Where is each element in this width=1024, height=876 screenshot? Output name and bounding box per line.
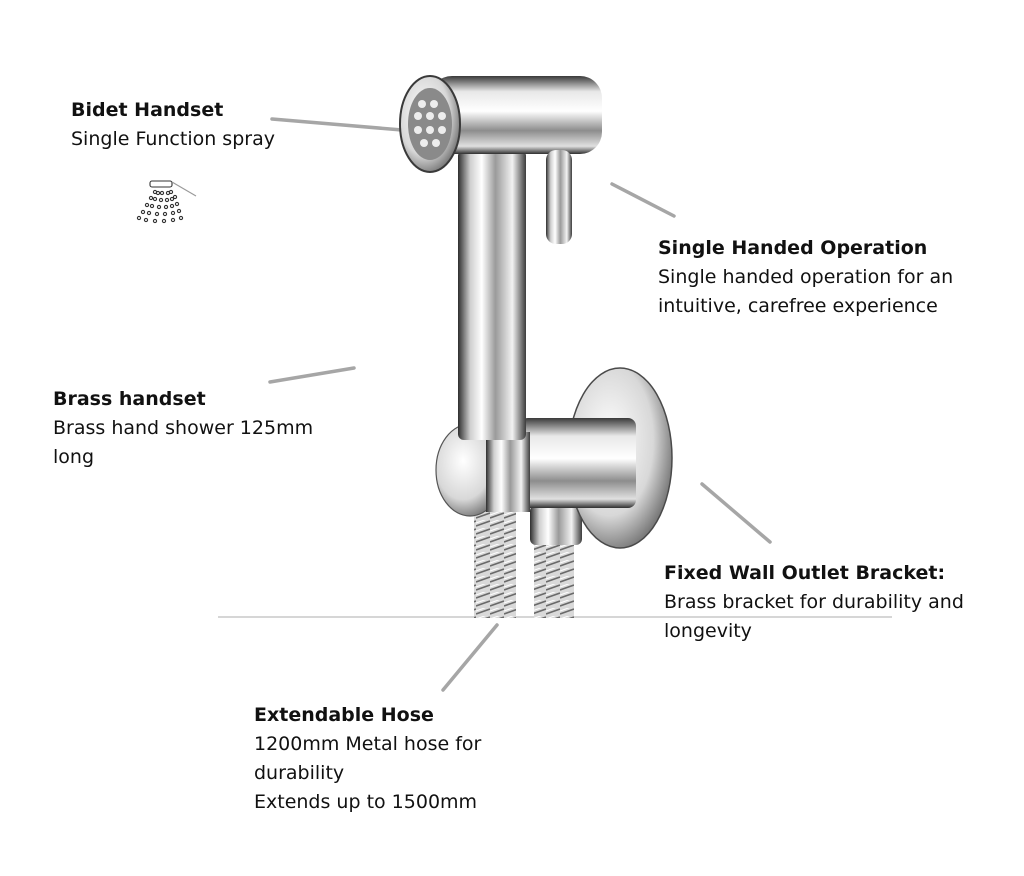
holder-neck	[486, 432, 530, 512]
callout-title: Single Handed Operation	[658, 237, 928, 259]
outlet-body	[520, 418, 636, 508]
handset-grip	[458, 150, 526, 440]
callout-extendable-hose: Extendable Hose 1200mm Metal hose for du…	[254, 701, 481, 817]
callout-title: Extendable Hose	[254, 704, 434, 726]
spray-nozzles	[414, 100, 446, 147]
callout-brass-handset: Brass handset Brass hand shower 125mm lo…	[53, 385, 313, 472]
callout-title: Bidet Handset	[71, 99, 224, 121]
callout-title: Brass handset	[53, 388, 206, 410]
leader-lines	[268, 117, 772, 692]
hose-cuff	[530, 505, 582, 545]
trigger-lever	[546, 150, 572, 244]
callout-desc: Single Function spray	[71, 128, 275, 150]
callout-desc: 1200mm Metal hose for durability Extends…	[254, 733, 482, 813]
callout-single-handed-operation: Single Handed Operation Single handed op…	[658, 234, 953, 321]
spray-icon	[136, 180, 197, 224]
handset-head	[430, 76, 602, 154]
leader-brass-handset	[268, 366, 356, 384]
hose-left	[474, 508, 516, 618]
leader-extendable-hose	[441, 623, 499, 692]
callout-title: Fixed Wall Outlet Bracket:	[664, 562, 946, 584]
leader-wall-bracket	[700, 482, 772, 544]
callout-fixed-wall-outlet-bracket: Fixed Wall Outlet Bracket: Brass bracket…	[664, 559, 964, 646]
callout-desc: Brass bracket for durability and longevi…	[664, 591, 964, 642]
leader-bidet-handset	[270, 117, 404, 132]
callout-bidet-handset: Bidet Handset Single Function spray	[71, 96, 275, 154]
callout-desc: Single handed operation for an intuitive…	[658, 266, 954, 317]
callout-desc: Brass hand shower 125mm long	[53, 417, 314, 468]
hose-right	[534, 540, 574, 618]
leader-single-handed-operation	[610, 182, 676, 218]
